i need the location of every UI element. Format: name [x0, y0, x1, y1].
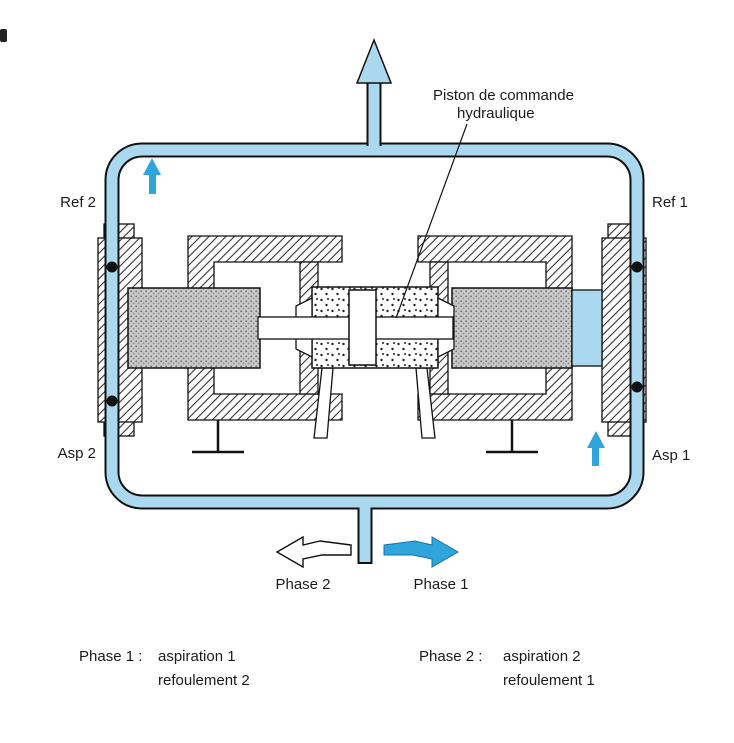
right-piston-block [451, 287, 573, 369]
flow-up-arrow-left-icon [143, 158, 161, 194]
label-phase1-arrow: Phase 1 [413, 576, 468, 593]
label-ref1: Ref 1 [652, 194, 688, 211]
label-ref2: Ref 2 [60, 194, 96, 211]
phase2-arrow-icon [275, 535, 352, 569]
legend-phase1-label: Phase 1 : [79, 648, 143, 665]
label-asp1: Asp 1 [652, 447, 690, 464]
label-asp2: Asp 2 [58, 445, 96, 462]
check-valve-asp1-icon [631, 381, 643, 393]
legend-phase2-label: Phase 2 : [419, 648, 483, 665]
piston-label-line1: Piston de commande [433, 87, 574, 104]
piston-label-line2: hydraulique [457, 105, 535, 122]
left-piston-block [127, 287, 261, 369]
legend-phase1-line2: refoulement 2 [158, 672, 250, 689]
mounting-feet [192, 420, 538, 454]
piston-rod-right [374, 316, 454, 340]
legend-phase2-line1: aspiration 2 [503, 648, 581, 665]
check-valve-ref2-icon [106, 261, 118, 273]
check-valves [106, 261, 643, 407]
outlet-arrow-icon [355, 37, 393, 84]
flow-up-arrow-right-icon [587, 431, 605, 466]
check-valve-asp2-icon [106, 395, 118, 407]
print-artifact [0, 29, 7, 42]
hydraulic-fluid-gap [571, 289, 603, 367]
phase1-arrow-icon [383, 536, 460, 568]
label-phase2-arrow: Phase 2 [275, 576, 330, 593]
check-valve-ref1-icon [631, 261, 643, 273]
piston-rod-left [257, 316, 352, 340]
outlet-pipe [355, 37, 393, 154]
control-piston [348, 289, 377, 366]
piston-leader-line [395, 123, 468, 319]
legend-phase1-line1: aspiration 1 [158, 648, 236, 665]
legend-phase2-line2: refoulement 1 [503, 672, 595, 689]
